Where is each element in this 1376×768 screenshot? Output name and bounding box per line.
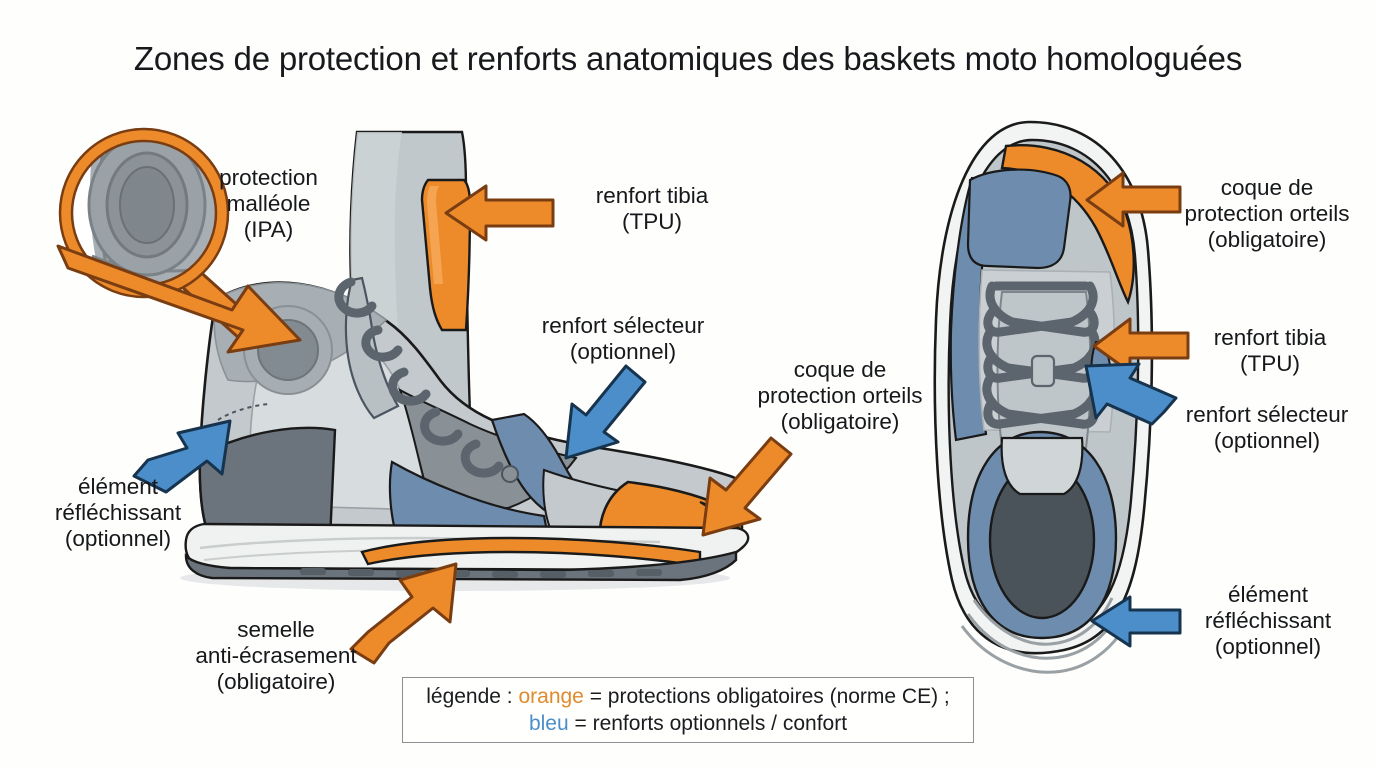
label-element-reflechissant-side: élément réfléchissant (optionnel) bbox=[54, 474, 182, 551]
side-view-shoe bbox=[180, 130, 750, 591]
magnifier-rim-outer-line bbox=[58, 127, 230, 299]
legend-keyword-blue: bleu bbox=[528, 712, 569, 735]
label-renfort-selecteur-top: renfort sélecteur (optionnel) bbox=[1185, 402, 1349, 453]
page-title: Zones de protection et renforts anatomiq… bbox=[133, 40, 1243, 77]
legend-keyword-orange: orange bbox=[518, 685, 584, 708]
label-renfort-selecteur-side: renfort sélecteur (optionnel) bbox=[541, 313, 705, 364]
arrow-renfort-tibia-side bbox=[444, 184, 555, 242]
midsole-line-1 bbox=[199, 536, 661, 550]
label-semelle-anti-ecrasement: semelle anti-écrasement (obligatoire) bbox=[195, 617, 357, 694]
label-element-reflechissant-top: élément réfléchissant (optionnel) bbox=[1204, 582, 1332, 659]
arrow-renfort-selecteur-side bbox=[564, 364, 647, 460]
label-coque-orteils-side: coque de protection orteils (obligatoire… bbox=[757, 357, 923, 434]
lace-keeper bbox=[1030, 354, 1056, 388]
arrow-renfort-tibia-top bbox=[1092, 317, 1190, 374]
tibia-protector-highlight bbox=[427, 186, 443, 284]
arrow-coque-orteils-top bbox=[1085, 171, 1182, 228]
label-renfort-tibia-side: renfort tibia (TPU) bbox=[595, 183, 709, 234]
reflective-stitch bbox=[217, 403, 269, 421]
legend-box: légende : orange = protections obligatoi… bbox=[402, 677, 974, 743]
selector-reinforcement-blue bbox=[388, 460, 550, 538]
magnifier-ankle bbox=[58, 127, 268, 351]
lace-eyelet bbox=[501, 465, 519, 483]
arrow-element-reflechissant-side bbox=[132, 419, 232, 494]
arrow-renfort-selecteur-top bbox=[1084, 362, 1178, 426]
heel-panel bbox=[198, 426, 337, 542]
heel-band-2 bbox=[966, 611, 1120, 660]
label-protection-malleole: protection malléole (IPA) bbox=[219, 165, 318, 242]
label-renfort-tibia-top: renfort tibia (TPU) bbox=[1213, 325, 1327, 376]
legend-line-2: bleu = renforts optionnels / confort bbox=[529, 710, 847, 737]
heel-band-3 bbox=[960, 623, 1128, 674]
arrow-coque-orteils-side bbox=[701, 436, 793, 537]
top-toebox-blue bbox=[966, 168, 1072, 270]
legend-suffix-2: = renforts optionnels / confort bbox=[568, 712, 848, 735]
legend-line-1: légende : orange = protections obligatoi… bbox=[426, 683, 950, 710]
legend-prefix: légende : bbox=[426, 685, 519, 708]
outsole-tread bbox=[300, 568, 662, 578]
label-coque-orteils-top: coque de protection orteils (obligatoire… bbox=[1184, 175, 1350, 252]
arrow-semelle-anti-ecrasement bbox=[349, 562, 458, 665]
legend-suffix-1: = protections obligatoires (norme CE) ; bbox=[583, 685, 950, 708]
laces bbox=[334, 277, 504, 478]
arrow-protection-malleole bbox=[56, 244, 302, 354]
top-tongue-flap bbox=[1000, 436, 1084, 496]
mag-ankle-pad-inner bbox=[119, 166, 175, 244]
arrow-element-reflechissant-top bbox=[1090, 595, 1182, 648]
